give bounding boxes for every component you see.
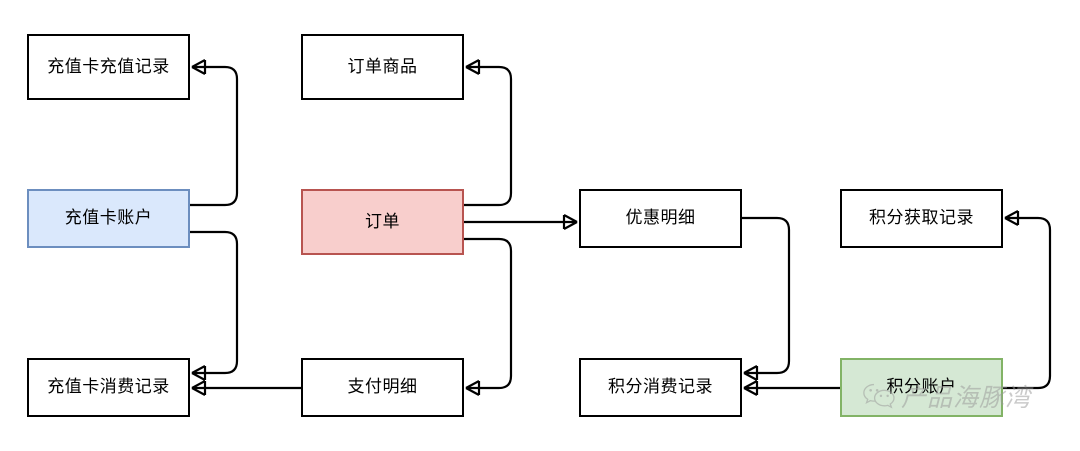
connector-order-to-payment-detail — [464, 237, 513, 390]
entity-label: 充值卡充值记录 — [47, 56, 170, 76]
entity-order[interactable]: 订单 — [301, 189, 464, 255]
connector-card-account-to-spend-record — [190, 230, 239, 375]
entity-card-topup-record[interactable]: 充值卡充值记录 — [27, 34, 190, 100]
entity-point-earn-record[interactable]: 积分获取记录 — [840, 189, 1003, 248]
entity-discount-detail[interactable]: 优惠明细 — [579, 189, 742, 248]
entity-payment-detail[interactable]: 支付明细 — [301, 358, 464, 417]
entity-point-account[interactable]: 积分账户 — [840, 358, 1003, 417]
crowsfoot-point-spend-record-upper — [742, 364, 759, 382]
entity-label: 订单 — [365, 211, 400, 231]
entity-card-account[interactable]: 充值卡账户 — [27, 189, 190, 248]
connector-discount-detail-to-point-spend-record — [742, 216, 791, 375]
connector-point-account-to-point-earn-record — [1003, 216, 1052, 390]
connector-card-account-to-topup-record — [190, 65, 239, 207]
entity-card-spend-record[interactable]: 充值卡消费记录 — [27, 358, 190, 417]
entity-label: 积分账户 — [886, 377, 957, 397]
crowsfoot-point-spend-record-lower — [742, 379, 759, 397]
entity-label: 支付明细 — [347, 377, 418, 397]
connector-order-to-order-item — [464, 65, 513, 207]
crowsfoot-order-item — [464, 58, 481, 76]
entity-label: 积分获取记录 — [869, 208, 974, 228]
entity-label: 积分消费记录 — [608, 377, 713, 397]
crowsfoot-payment-detail — [464, 379, 481, 397]
crowsfoot-point-earn-record — [1003, 209, 1020, 227]
crowsfoot-spend-record-lower — [190, 379, 207, 397]
entity-label: 充值卡账户 — [64, 208, 153, 228]
crowsfoot-spend-record-upper — [190, 364, 207, 382]
entity-point-spend-record[interactable]: 积分消费记录 — [579, 358, 742, 417]
crowsfoot-discount-detail — [562, 213, 579, 231]
entity-order-item[interactable]: 订单商品 — [301, 34, 464, 100]
crowsfoot-topup-record — [190, 58, 207, 76]
entity-label: 充值卡消费记录 — [47, 377, 170, 397]
entity-label: 优惠明细 — [625, 208, 696, 228]
entity-label: 订单商品 — [347, 56, 418, 76]
